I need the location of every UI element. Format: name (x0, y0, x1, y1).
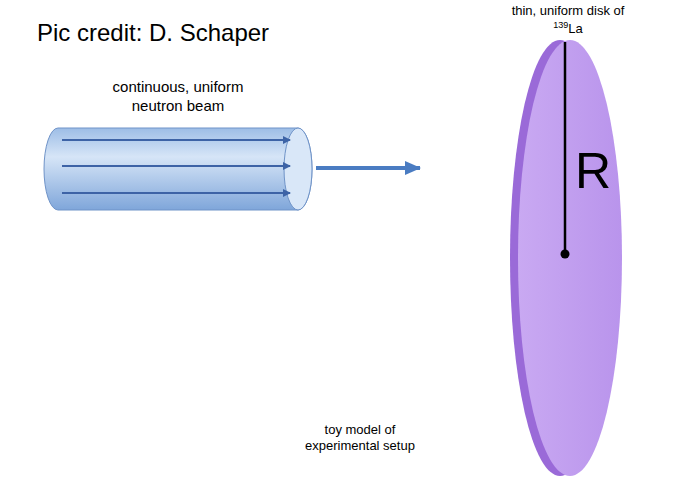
credit-note: Pic credit: D. Schaper (37, 18, 357, 48)
radius-label: R (575, 140, 625, 203)
beam-label: continuous, uniform neutron beam (98, 78, 258, 116)
neutron-beam (44, 128, 420, 210)
caption-note: toy model of experimental setup (290, 422, 430, 455)
isotope-label: 139La (528, 20, 608, 38)
disk-label: thin, uniform disk of (488, 3, 648, 19)
la-disk (510, 40, 622, 476)
